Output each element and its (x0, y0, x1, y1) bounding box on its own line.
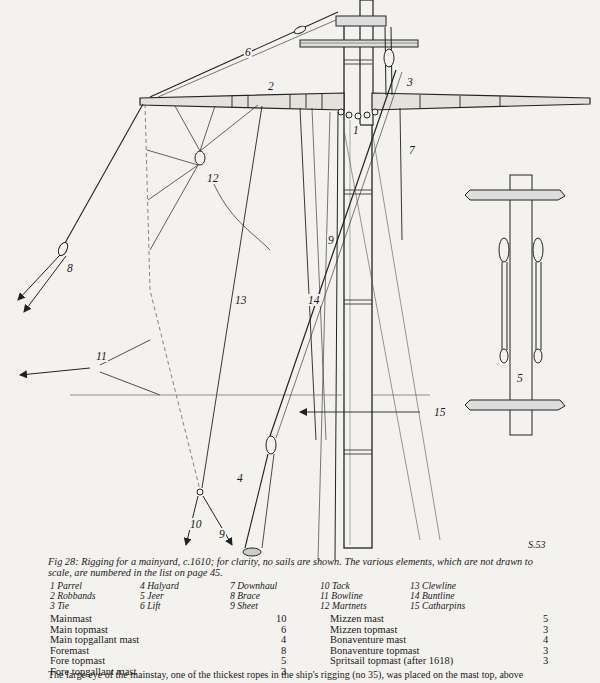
part-list-item: 12 Martnets (320, 601, 367, 611)
part-list-item: 3 Tie (50, 601, 69, 611)
table-cell: Mizzen topmast (330, 624, 397, 635)
part-list-item: 11 Bowline (320, 591, 363, 601)
callout-number: 9 (218, 528, 226, 540)
table-cell: 3 (543, 645, 548, 656)
part-list-item: 4 Halyard (140, 581, 179, 591)
table-cell: 3 (543, 655, 548, 666)
part-list-item: 8 Brace (230, 591, 260, 601)
callout-number: 2 (267, 80, 275, 92)
callout-number: 15 (433, 406, 447, 418)
plate-number: S.53 (528, 540, 546, 551)
part-list-item: 15 Catharpins (410, 601, 465, 611)
callout-number: 10 (189, 518, 203, 530)
table-cell: 5 (543, 613, 548, 624)
table-cell: 3 (543, 624, 548, 635)
figure-caption: Fig 28: Rigging for a mainyard, c.1610; … (48, 556, 548, 579)
table-cell: 4 (281, 634, 286, 645)
callout-number: 3 (406, 76, 414, 88)
table-cell: Mainmast (50, 613, 92, 624)
part-list-item: 2 Robbands (50, 591, 96, 601)
callout-number: 8 (66, 262, 74, 274)
part-list-item: 6 Lift (140, 601, 161, 611)
table-cell: 6 (281, 624, 286, 635)
table-cell: Bonaventure mast (330, 634, 406, 645)
callout-number: 9 (327, 234, 335, 246)
callout-number: 4 (236, 472, 244, 484)
callout-number: 1 (352, 124, 360, 136)
part-list-item: 13 Clewline (410, 581, 456, 591)
table-cell: Mizzen mast (330, 613, 384, 624)
table-cell: Bonaventure topmast (330, 645, 420, 656)
table-cell: 4 (543, 634, 548, 645)
table-cell: Main topmast (50, 624, 108, 635)
callout-number: 5 (516, 372, 524, 384)
table-cell: Spritsail topmast (after 1618) (330, 655, 453, 666)
callout-number: 13 (234, 294, 248, 306)
table-cell: 5 (281, 655, 286, 666)
part-list-item: 10 Tack (320, 581, 350, 591)
table-cell: 8 (281, 645, 286, 656)
callout-number: 14 (307, 294, 321, 306)
table-cell: Main topgallant mast (50, 634, 139, 645)
callout-number: 6 (244, 46, 252, 58)
table-cell: Fore topmast (50, 655, 105, 666)
callout-number: 11 (95, 350, 108, 362)
part-list-item: 7 Downhaul (230, 581, 277, 591)
table-cell: 10 (276, 613, 287, 624)
part-list-item: 14 Buntline (410, 591, 455, 601)
body-text: The large eye of the mainstay, one of th… (48, 670, 523, 681)
table-cell: Foremast (50, 645, 89, 656)
part-list-item: 5 Jeer (140, 591, 164, 601)
callout-number: 7 (408, 144, 416, 156)
callout-number: 12 (206, 172, 220, 184)
part-list-item: 9 Sheet (230, 601, 258, 611)
part-list-item: 1 Parrel (50, 581, 82, 591)
